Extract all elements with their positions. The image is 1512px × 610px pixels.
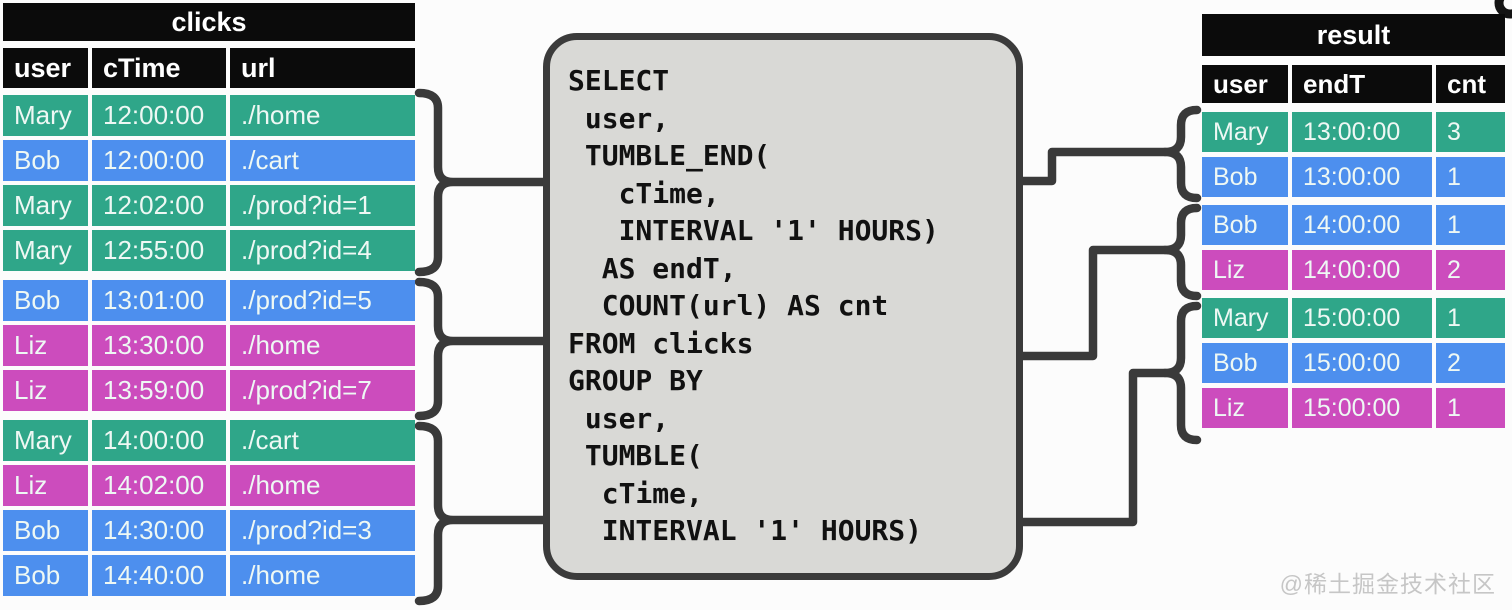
clicks-table-header: user cTime url	[3, 48, 415, 88]
result-table: result user endT cnt Mary 13:00:00 3 Bob…	[1202, 14, 1505, 436]
result-window-1-brace	[1160, 105, 1202, 203]
watermark: @稀土掘金技术社区	[1279, 571, 1496, 597]
clicks-col-ctime: cTime	[92, 48, 226, 88]
clicks-window-group-2: Bob 13:01:00 ./prod?id=5 Liz 13:30:00 ./…	[3, 280, 415, 411]
result-window-3-connector	[1013, 368, 1170, 527]
table-row: Mary 12:55:00 ./prod?id=4	[3, 230, 415, 271]
table-row: Bob 13:00:00 1	[1202, 157, 1505, 197]
table-row: Mary 13:00:00 3	[1202, 112, 1505, 152]
table-row: Bob 14:40:00 ./home	[3, 555, 415, 596]
table-row: Mary 12:00:00 ./home	[3, 95, 415, 136]
clicks-window-group-3: Mary 14:00:00 ./cart Liz 14:02:00 ./home…	[3, 420, 415, 596]
table-row: Bob 12:00:00 ./cart	[3, 140, 415, 181]
result-window-group-3: Mary 15:00:00 1 Bob 15:00:00 2 Liz 15:00…	[1202, 298, 1505, 428]
result-table-header: user endT cnt	[1202, 65, 1505, 103]
table-row: Mary 12:02:00 ./prod?id=1	[3, 185, 415, 226]
result-table-title: result	[1202, 14, 1505, 56]
result-window-3-brace	[1160, 301, 1202, 445]
table-row: Bob 13:01:00 ./prod?id=5	[3, 280, 415, 321]
clicks-col-url: url	[230, 48, 415, 88]
clicks-window-group-1: Mary 12:00:00 ./home Bob 12:00:00 ./cart…	[3, 95, 415, 271]
result-window-group-2: Bob 14:00:00 1 Liz 14:00:00 2	[1202, 205, 1505, 290]
result-window-group-1: Mary 13:00:00 3 Bob 13:00:00 1	[1202, 112, 1505, 197]
corner-mark-icon	[1494, 0, 1512, 19]
table-row: Liz 13:59:00 ./prod?id=7	[3, 370, 415, 411]
result-window-1-connector	[1013, 147, 1170, 186]
table-row: Mary 14:00:00 ./cart	[3, 420, 415, 461]
table-row: Liz 14:00:00 2	[1202, 250, 1505, 290]
clicks-col-user: user	[3, 48, 88, 88]
table-row: Liz 15:00:00 1	[1202, 388, 1505, 428]
table-row: Bob 14:30:00 ./prod?id=3	[3, 510, 415, 551]
table-row: Liz 13:30:00 ./home	[3, 325, 415, 366]
sql-query-text: SELECT user, TUMBLE_END( cTime, INTERVAL…	[568, 64, 939, 547]
clicks-table-title: clicks	[3, 3, 415, 41]
result-col-endt: endT	[1292, 65, 1432, 103]
result-col-cnt: cnt	[1436, 65, 1505, 103]
clicks-window-1-brace	[414, 88, 553, 277]
clicks-table: clicks user cTime url Mary 12:00:00 ./ho…	[3, 3, 415, 605]
sql-query-box: SELECT user, TUMBLE_END( cTime, INTERVAL…	[543, 33, 1023, 580]
result-window-2-brace	[1160, 203, 1202, 301]
table-row: Liz 14:02:00 ./home	[3, 465, 415, 506]
result-window-2-connector	[1013, 245, 1170, 361]
clicks-window-2-brace	[414, 277, 553, 421]
table-row: Mary 15:00:00 1	[1202, 298, 1505, 338]
table-row: Bob 14:00:00 1	[1202, 205, 1505, 245]
clicks-window-3-brace	[414, 421, 553, 606]
table-row: Bob 15:00:00 2	[1202, 343, 1505, 383]
result-col-user: user	[1202, 65, 1288, 103]
